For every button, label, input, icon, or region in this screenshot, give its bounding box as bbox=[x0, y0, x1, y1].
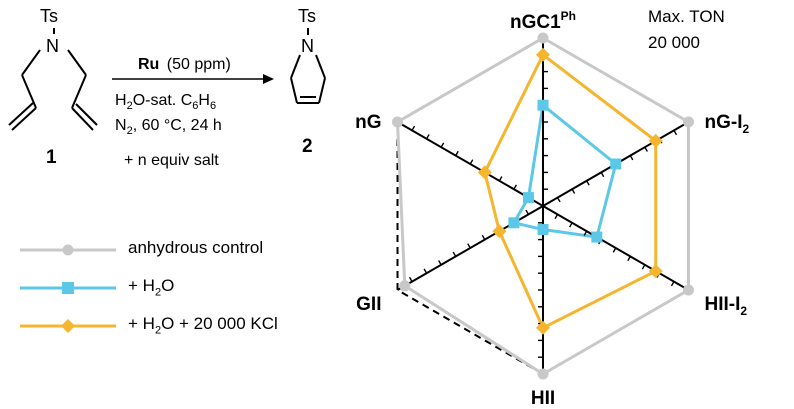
legend-label-anhydrous: anhydrous control bbox=[128, 238, 264, 257]
axis-tick bbox=[408, 276, 413, 282]
axis-tick bbox=[525, 209, 530, 215]
series-point-2 bbox=[648, 264, 663, 279]
axis-tick bbox=[452, 251, 457, 257]
catalyst-label: Ru (50 ppm) bbox=[138, 56, 231, 73]
series-point-2 bbox=[536, 320, 550, 335]
reaction-scheme: Ts N 1 Ru (50 ppm) H2O-sat. C6H6 N2, 60 … bbox=[8, 6, 326, 169]
axis-label-5: nG bbox=[355, 112, 381, 133]
axis-tick bbox=[571, 188, 576, 194]
max-ton-value: 20 000 bbox=[648, 33, 700, 52]
axis-tick bbox=[627, 256, 631, 262]
solvent-label: H2O-sat. C6H6 bbox=[115, 92, 216, 112]
axis-tick bbox=[586, 180, 590, 186]
series-point-0 bbox=[392, 116, 404, 128]
legend-item-salt: + H2O + 20 000 KCl bbox=[18, 314, 378, 338]
legend-swatch-anhydrous bbox=[20, 244, 116, 256]
axis-tick bbox=[423, 268, 428, 274]
axis-tick bbox=[513, 184, 518, 190]
series-point-0 bbox=[537, 368, 549, 380]
axis-tick bbox=[438, 260, 442, 266]
series-point-1 bbox=[610, 158, 622, 170]
series-point-2 bbox=[492, 224, 507, 239]
product-structure bbox=[290, 28, 326, 104]
max-ton-label: Max. TON bbox=[648, 7, 725, 26]
axis-tick bbox=[629, 155, 634, 161]
axis-tick bbox=[481, 234, 486, 240]
axis-tick bbox=[469, 159, 474, 165]
series-point-2 bbox=[536, 47, 550, 62]
legend-label-salt: + H2O + 20 000 KCl bbox=[128, 314, 278, 337]
legend-item-water: + H2O bbox=[18, 276, 378, 300]
reaction-arrow bbox=[112, 74, 274, 84]
additive-label: + n equiv salt bbox=[124, 152, 219, 169]
axis-tick bbox=[568, 222, 573, 228]
series-point-2 bbox=[648, 133, 663, 148]
series-point-0 bbox=[682, 284, 694, 296]
axis-tick bbox=[554, 214, 559, 220]
axis-tick bbox=[440, 142, 445, 148]
reactant-n-label: N bbox=[46, 36, 59, 56]
axis-tick bbox=[498, 176, 503, 182]
axis-tick bbox=[583, 230, 588, 236]
series-point-2 bbox=[477, 165, 492, 180]
series-line-1 bbox=[511, 102, 618, 239]
series-point-0 bbox=[537, 32, 549, 44]
product-n-label: N bbox=[301, 36, 314, 56]
axis-tick bbox=[612, 247, 617, 253]
axis-tick bbox=[670, 281, 675, 287]
axis-tick bbox=[673, 130, 678, 136]
series-point-1 bbox=[508, 217, 520, 229]
reactant-ts-label: Ts bbox=[40, 6, 58, 26]
reactant-number: 1 bbox=[46, 147, 57, 168]
axis-tick bbox=[467, 243, 471, 249]
product-ts-label: Ts bbox=[298, 6, 316, 26]
conditions-label: N2, 60 °C, 24 h bbox=[115, 117, 222, 137]
series-point-0 bbox=[399, 280, 411, 292]
legend-swatch-salt bbox=[20, 319, 116, 333]
axis-tick bbox=[455, 150, 459, 156]
max-ton-annotation: Max. TON 20 000 bbox=[648, 4, 725, 56]
series-point-1 bbox=[537, 224, 549, 236]
series-point-1 bbox=[537, 99, 549, 111]
axis-tick bbox=[644, 146, 648, 152]
reactant-structure bbox=[8, 28, 98, 131]
axis-label-4: GII bbox=[356, 294, 381, 315]
axis-tick bbox=[600, 172, 605, 178]
axis-tick bbox=[641, 264, 646, 270]
series-point-1 bbox=[522, 192, 534, 204]
legend-label-water: + H2O bbox=[128, 276, 175, 299]
series-point-0 bbox=[682, 116, 694, 128]
legend-item-anhydrous: anhydrous control bbox=[18, 238, 378, 262]
series-point-1 bbox=[591, 231, 603, 243]
axis-line-5 bbox=[397, 121, 544, 207]
axis-tick bbox=[556, 197, 561, 203]
product-number: 2 bbox=[302, 136, 313, 157]
axis-tick bbox=[425, 134, 430, 140]
axis-label-2: HII-I2 bbox=[704, 294, 747, 318]
axis-label-1: nG-I2 bbox=[704, 112, 749, 136]
axis-label-3: HII bbox=[531, 388, 555, 409]
legend-swatch-water bbox=[20, 282, 116, 294]
axis-tick bbox=[411, 125, 416, 131]
axis-label-0: nGC1Ph bbox=[510, 9, 576, 33]
